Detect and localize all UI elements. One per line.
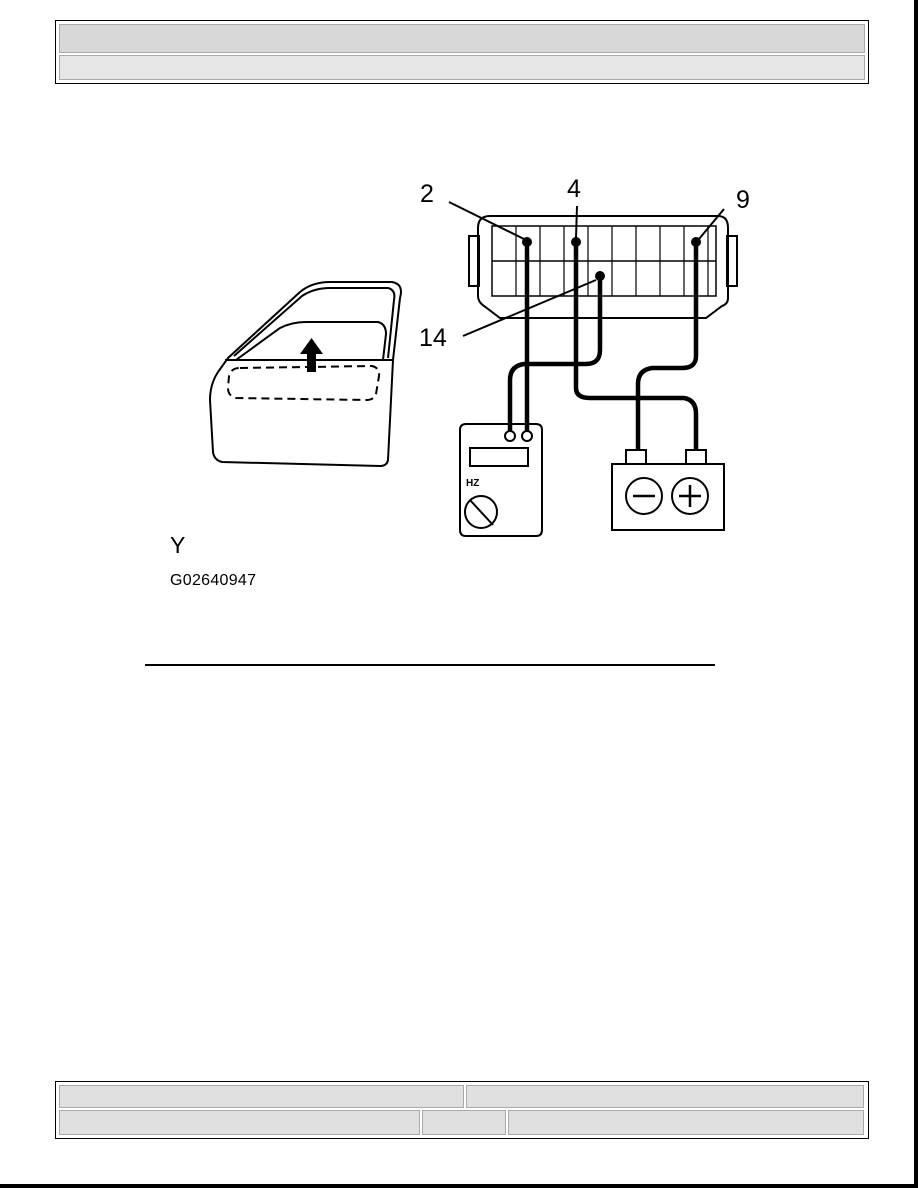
footer-box <box>55 1081 869 1139</box>
pin-4-label: 4 <box>567 175 581 203</box>
header-row-1 <box>59 24 865 53</box>
wires <box>507 242 699 450</box>
caption-letter: Y <box>170 532 186 558</box>
door-illustration <box>208 281 402 468</box>
battery-positive-icon <box>679 485 701 507</box>
meter-label: HZ <box>466 478 479 489</box>
footer-cell-2 <box>466 1085 864 1108</box>
divider <box>145 664 715 666</box>
frequency-meter <box>459 423 543 537</box>
pin-9-label: 9 <box>736 186 750 214</box>
footer-cell-4 <box>422 1110 506 1135</box>
footer-cell-1 <box>59 1085 464 1108</box>
header-row-2 <box>59 55 865 80</box>
battery <box>611 449 725 531</box>
up-arrow-icon <box>300 338 323 372</box>
footer-cell-3 <box>59 1110 420 1135</box>
connector <box>468 215 738 319</box>
pin-2-label: 2 <box>420 180 434 208</box>
leader-lines <box>448 201 725 337</box>
wiring-diagram: HZ <box>208 201 738 537</box>
figure-id: G02640947 <box>170 572 257 589</box>
header-box <box>55 20 869 84</box>
footer-cell-5 <box>508 1110 864 1135</box>
pin-14-label: 14 <box>419 324 447 352</box>
